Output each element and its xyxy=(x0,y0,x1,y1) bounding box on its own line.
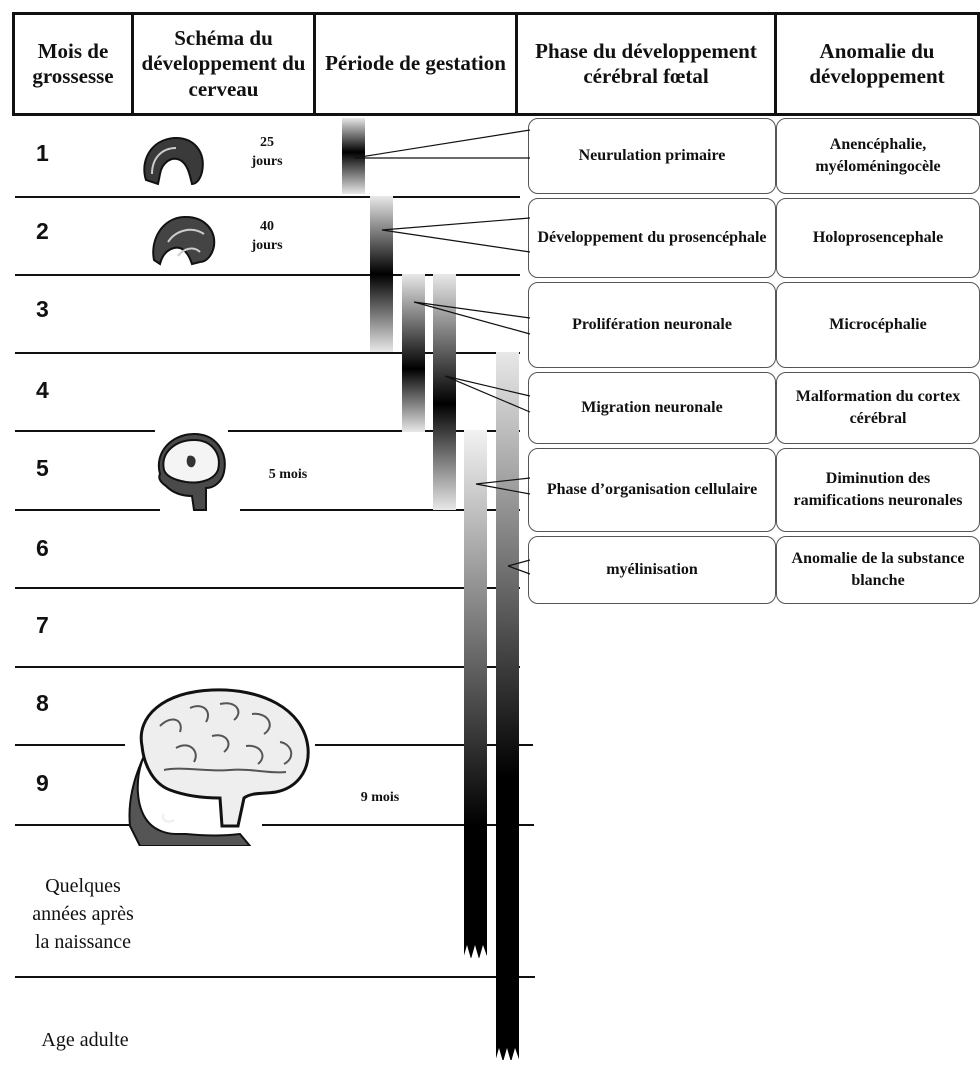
age-unit: jours xyxy=(251,153,283,169)
row-separator xyxy=(15,274,520,276)
anomaly-box-myelination: Anomalie de la substance blanche xyxy=(776,536,980,604)
after-birth-label: Quelques années après la naissance xyxy=(32,875,134,953)
age-value: 25 xyxy=(260,135,274,150)
embryo-brain-25-days-icon xyxy=(143,136,204,186)
gestation-bar-myelination xyxy=(496,352,519,1060)
row-separator xyxy=(15,196,520,198)
row-separator xyxy=(315,744,533,746)
age-value: 40 xyxy=(260,219,274,234)
adult-label: Age adulte xyxy=(41,1029,129,1051)
age-label-9-months: 9 mois xyxy=(360,790,400,805)
month-4: 4 xyxy=(36,377,49,403)
anomaly-box-organisation: Diminution des ramifications neuronales xyxy=(776,448,980,532)
header-month: Mois de grossesse xyxy=(12,12,134,116)
fetal-head-5-months-icon xyxy=(157,432,226,511)
row-separator xyxy=(15,666,520,668)
phase-box-neurulation: Neurulation primaire xyxy=(528,118,776,194)
gestation-bar-organisation xyxy=(464,430,487,958)
header-gestation-period: Période de gestation xyxy=(313,12,518,116)
month-2: 2 xyxy=(36,218,49,244)
phase-box-prosencephalon: Développement du prosencéphale xyxy=(528,198,776,278)
phase-box-organisation: Phase d’organisation cellulaire xyxy=(528,448,776,532)
anomaly-box-proliferation: Microcéphalie xyxy=(776,282,980,368)
month-9: 9 xyxy=(36,770,49,796)
gestation-bar-migration xyxy=(433,274,456,510)
month-7: 7 xyxy=(36,612,49,638)
header-development-phase: Phase du développement cérébral fœtal xyxy=(515,12,777,116)
month-3: 3 xyxy=(36,296,49,322)
brain-head-9-months-icon xyxy=(128,688,310,846)
anomaly-box-migration: Malformation du cortex cérébral xyxy=(776,372,980,444)
row-separator xyxy=(15,587,520,589)
row-separator xyxy=(240,509,520,511)
age-unit: jours xyxy=(251,237,283,253)
row-separator xyxy=(262,824,534,826)
phase-box-proliferation: Prolifération neuronale xyxy=(528,282,776,368)
row-separator xyxy=(228,430,520,432)
row-separator xyxy=(15,430,155,432)
age-label-40-days: 40 jours xyxy=(244,218,290,256)
month-5: 5 xyxy=(36,455,49,481)
month-6: 6 xyxy=(36,535,49,561)
header-anomaly: Anomalie du développement xyxy=(774,12,980,116)
row-separator xyxy=(15,744,125,746)
phase-box-migration: Migration neuronale xyxy=(528,372,776,444)
gestation-bar-prosencephalon xyxy=(370,196,393,352)
month-1: 1 xyxy=(36,140,49,166)
anomaly-box-prosencephalon: Holoprosencephale xyxy=(776,198,980,278)
torn-bar-ends xyxy=(463,945,520,1077)
gestation-bar-neurulation xyxy=(342,118,365,194)
embryo-brain-40-days-icon xyxy=(152,215,216,266)
row-separator xyxy=(15,509,160,511)
gestation-bar-proliferation xyxy=(402,274,425,432)
age-label-5-months: 5 mois xyxy=(268,467,308,482)
age-label-25-days: 25 jours xyxy=(244,134,290,172)
month-8: 8 xyxy=(36,690,49,716)
row-separator xyxy=(15,824,135,826)
row-separator xyxy=(15,976,535,978)
row-separator xyxy=(15,352,520,354)
anomaly-box-neurulation: Anencéphalie, myéloméningocèle xyxy=(776,118,980,194)
phase-box-myelination: myélinisation xyxy=(528,536,776,604)
